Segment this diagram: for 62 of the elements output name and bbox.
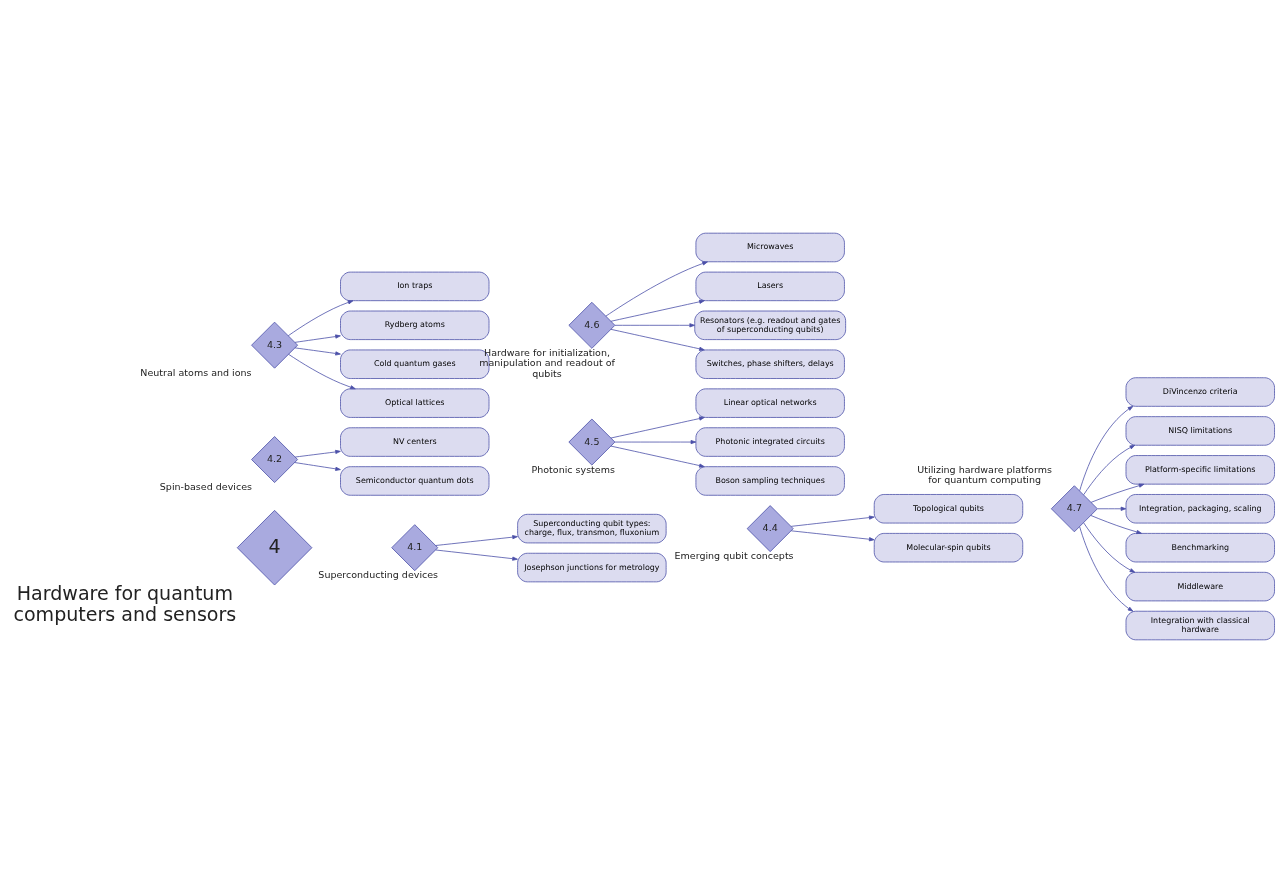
node-box: Integration with classical hardware xyxy=(1125,610,1275,640)
arrow xyxy=(1083,444,1136,495)
node-box: Microwaves xyxy=(695,232,845,262)
node-box: Superconducting qubit types: charge, flux, transmon, fluxonium xyxy=(517,513,667,543)
node-diamond: 4 xyxy=(236,509,313,585)
node-label: Spin-based devices xyxy=(159,480,252,492)
arrow xyxy=(1083,521,1136,573)
arrow xyxy=(1079,525,1134,612)
node-box: NV centers xyxy=(340,426,490,457)
arrow xyxy=(610,415,705,438)
node-box: Middleware xyxy=(1125,571,1275,601)
arrow xyxy=(1097,506,1127,511)
node-box: Integration, packaging, scaling xyxy=(1125,493,1275,523)
arrow xyxy=(790,529,875,541)
node-diamond: 4.2 xyxy=(251,435,298,483)
node-label: Utilizing hardware platforms for quantum computing xyxy=(917,463,1052,485)
node-label: Photonic systems xyxy=(531,463,615,475)
arrow xyxy=(435,534,518,546)
arrow xyxy=(610,445,705,468)
node-label: Emerging qubit concepts xyxy=(674,549,794,561)
arrow xyxy=(614,439,697,444)
node-box: Switches, phase shifters, delays xyxy=(695,349,845,379)
node-label: Hardware for quantum computers and sensors xyxy=(13,581,237,625)
node-diamond: 4.7 xyxy=(1050,484,1098,532)
node-box: Ion traps xyxy=(340,271,490,301)
arrow xyxy=(294,346,341,355)
arrow xyxy=(287,299,354,336)
arrow xyxy=(288,353,356,389)
node-box: Resonators (e.g. readout and gates of superconducting qubits) xyxy=(694,310,847,340)
arrow xyxy=(1079,405,1134,491)
node-box: Optical lattices xyxy=(340,387,490,418)
node-diamond: 4.5 xyxy=(568,418,616,465)
arrow xyxy=(294,449,341,457)
node-box: Platform-specific limitations xyxy=(1125,454,1275,485)
arrow xyxy=(614,322,695,327)
node-diamond: 4.3 xyxy=(251,321,298,369)
node-box: Photonic integrated circuits xyxy=(695,426,845,457)
node-diamond: 4.1 xyxy=(391,523,439,571)
node-box: Semiconductor quantum dots xyxy=(340,465,490,496)
arrow xyxy=(790,515,875,527)
node-box: DiVincenzo criteria xyxy=(1125,376,1275,407)
node-box: Lasers xyxy=(695,271,845,301)
arrow xyxy=(610,299,705,322)
arrow xyxy=(610,328,705,351)
node-box: Rydberg atoms xyxy=(340,310,490,340)
node-box: NISQ limitations xyxy=(1125,415,1275,446)
arrow xyxy=(294,333,341,343)
arrow xyxy=(1090,483,1145,503)
node-box: Linear optical networks xyxy=(695,387,845,418)
arrow xyxy=(435,549,518,561)
node-box: Josephson junctions for metrology xyxy=(517,552,667,582)
node-box: Molecular-spin qubits xyxy=(873,532,1024,562)
arrow xyxy=(605,260,708,316)
arrow xyxy=(1090,514,1142,534)
node-label: Superconducting devices xyxy=(318,568,439,580)
arrow xyxy=(294,461,341,471)
node-diamond: 4.6 xyxy=(568,301,616,349)
node-box: Benchmarking xyxy=(1125,532,1275,562)
node-diamond: 4.4 xyxy=(746,504,794,552)
node-label: Neutral atoms and ions xyxy=(140,366,252,378)
node-box: Topological qubits xyxy=(873,493,1024,523)
node-label: Hardware for initialization, manipulation and readout of qubits xyxy=(479,346,615,379)
